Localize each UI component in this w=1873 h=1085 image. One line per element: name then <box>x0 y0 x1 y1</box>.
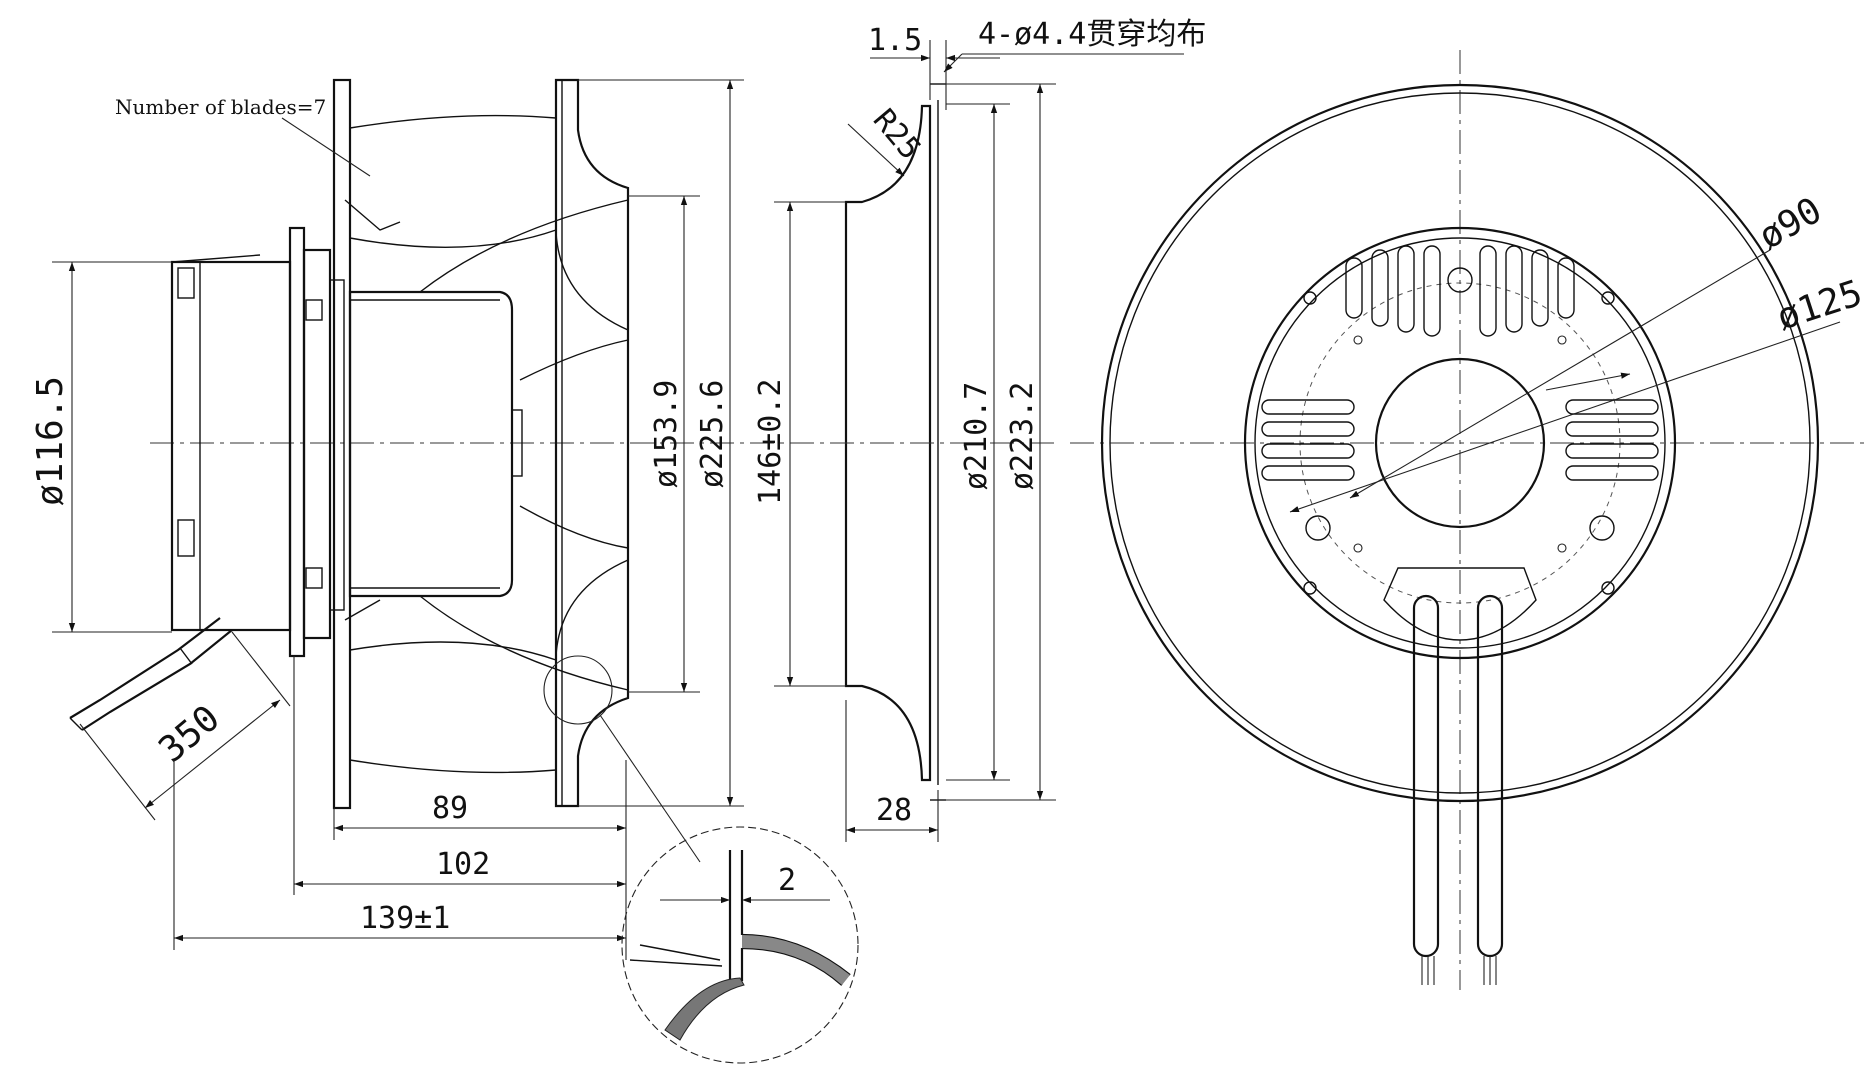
dim-102: 102 <box>436 847 490 882</box>
dim-d116-5: ø116.5 <box>30 376 71 506</box>
section-view <box>790 83 1060 801</box>
detail-callout-circle <box>543 655 613 725</box>
detail-view: 2 <box>621 826 859 1064</box>
top-cooling-fins <box>1345 245 1575 337</box>
inlet-shroud <box>554 78 630 808</box>
mount-hole-2 <box>1601 291 1615 305</box>
dim-139: 139±1 <box>360 901 450 936</box>
dim-d153-9: ø153.9 <box>649 380 684 488</box>
motor-housing <box>170 260 292 632</box>
side-view-dimensions: ø116.5 350 89 102 139±1 ø153.9 ø225.6 Nu… <box>30 79 744 960</box>
mount-hole-3 <box>1303 581 1317 595</box>
outer-ring <box>1100 83 1820 803</box>
dim-28: 28 <box>876 793 912 828</box>
dim-cable-350: 350 <box>151 698 227 771</box>
right-cooling-fins <box>1565 399 1659 481</box>
mounting-flange <box>288 226 306 658</box>
dim-89: 89 <box>432 791 468 826</box>
front-cables <box>1412 594 1504 985</box>
dim-d225-6: ø225.6 <box>695 380 730 488</box>
dim-r25: R25 <box>866 103 928 167</box>
dim-d210-7: ø210.7 <box>959 382 994 490</box>
inlet-ring-profile <box>844 104 932 782</box>
mount-hole-4 <box>1601 581 1615 595</box>
side-view <box>69 78 1040 863</box>
dim-1-5: 1.5 <box>868 23 922 58</box>
rotor <box>348 290 514 598</box>
cable <box>69 617 221 719</box>
note-blades: Number of blades=7 <box>115 95 326 119</box>
impeller-backplate <box>332 78 352 810</box>
hub-circle <box>1374 357 1546 529</box>
dim-d90: ø90 <box>1752 190 1829 258</box>
front-view <box>1070 50 1870 990</box>
dim-d223-2: ø223.2 <box>1005 382 1040 490</box>
mount-hole-1 <box>1303 291 1317 305</box>
section-view-dimensions: 146±0.2 1.5 4-ø4.4贯穿均布 R25 ø210.7 ø223.2… <box>753 17 1206 842</box>
dim-146: 146±0.2 <box>753 379 788 505</box>
dim-2: 2 <box>778 863 796 898</box>
motor-flange-circle <box>1243 226 1677 660</box>
left-cooling-fins <box>1261 399 1355 481</box>
note-holes: 4-ø4.4贯穿均布 <box>978 17 1206 52</box>
